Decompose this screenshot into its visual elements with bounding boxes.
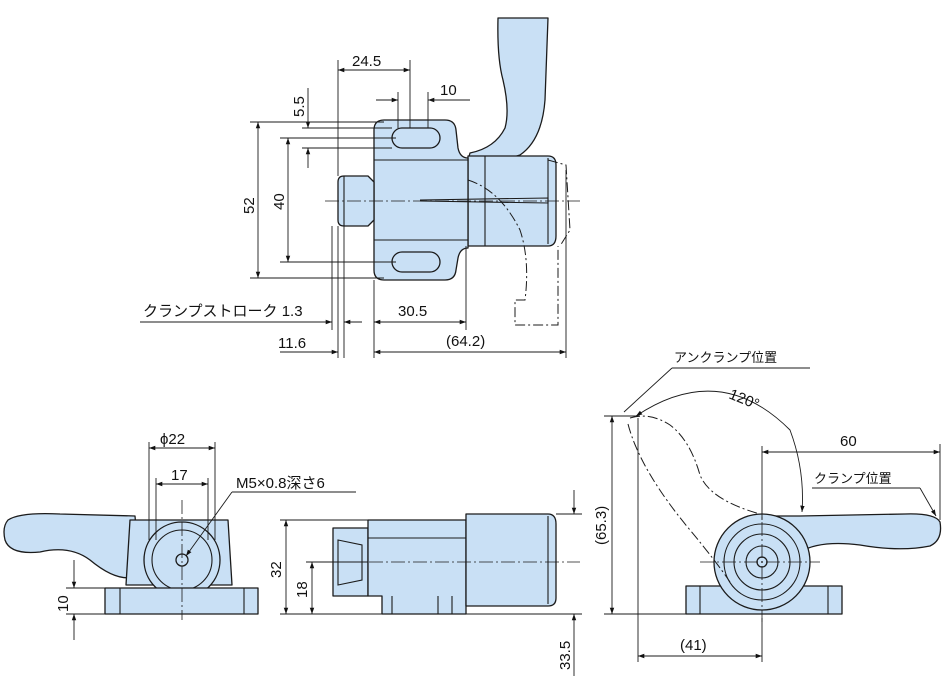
thread-spec: M5×0.8深さ6: [236, 475, 325, 492]
dim-17: 17: [171, 467, 188, 484]
side-view-middle: [325, 513, 580, 615]
body-side: [367, 519, 467, 615]
mounting-slot-lower: [391, 251, 441, 273]
clamp-position-label: クランプ位置: [814, 472, 892, 487]
dim-64-2: (64.2): [446, 333, 485, 350]
dim-18: 18: [294, 581, 311, 598]
handle-top-view: [467, 17, 549, 163]
dim-65-3: (65.3): [593, 506, 610, 545]
top-view: [325, 17, 580, 326]
dim-24-5: 24.5: [352, 53, 381, 70]
dim-41: (41): [680, 637, 707, 654]
dim-52: 52: [241, 197, 258, 214]
dim-11-6: 11.6: [278, 335, 306, 352]
front-view-left: [3, 500, 259, 620]
dim-32: 32: [268, 561, 285, 578]
dim-5-5: 5.5: [291, 96, 308, 117]
base-left-view: [104, 587, 259, 615]
mounting-slot-upper: [391, 127, 441, 149]
unclamp-position-label: アンクランプ位置: [674, 351, 777, 366]
dim-33-5: 33.5: [557, 641, 574, 670]
dim-clamp-stroke: クランプストローク 1.3: [143, 303, 303, 320]
handle-left-view: [3, 512, 141, 579]
dim-40: 40: [271, 193, 288, 210]
dimensions: 24.5 10 5.5 52 40 クランプストローク 1.3 30.5: [55, 53, 941, 676]
dim-10-side: 10: [55, 595, 72, 612]
dim-30-5: 30.5: [398, 303, 427, 320]
dim-10-top: 10: [440, 82, 457, 99]
angle-120: 120°: [727, 386, 762, 413]
dim-phi22: ϕ22: [160, 431, 185, 448]
dim-60: 60: [840, 433, 857, 450]
cylinder-side: [465, 513, 557, 607]
front-view-right: [627, 415, 942, 622]
